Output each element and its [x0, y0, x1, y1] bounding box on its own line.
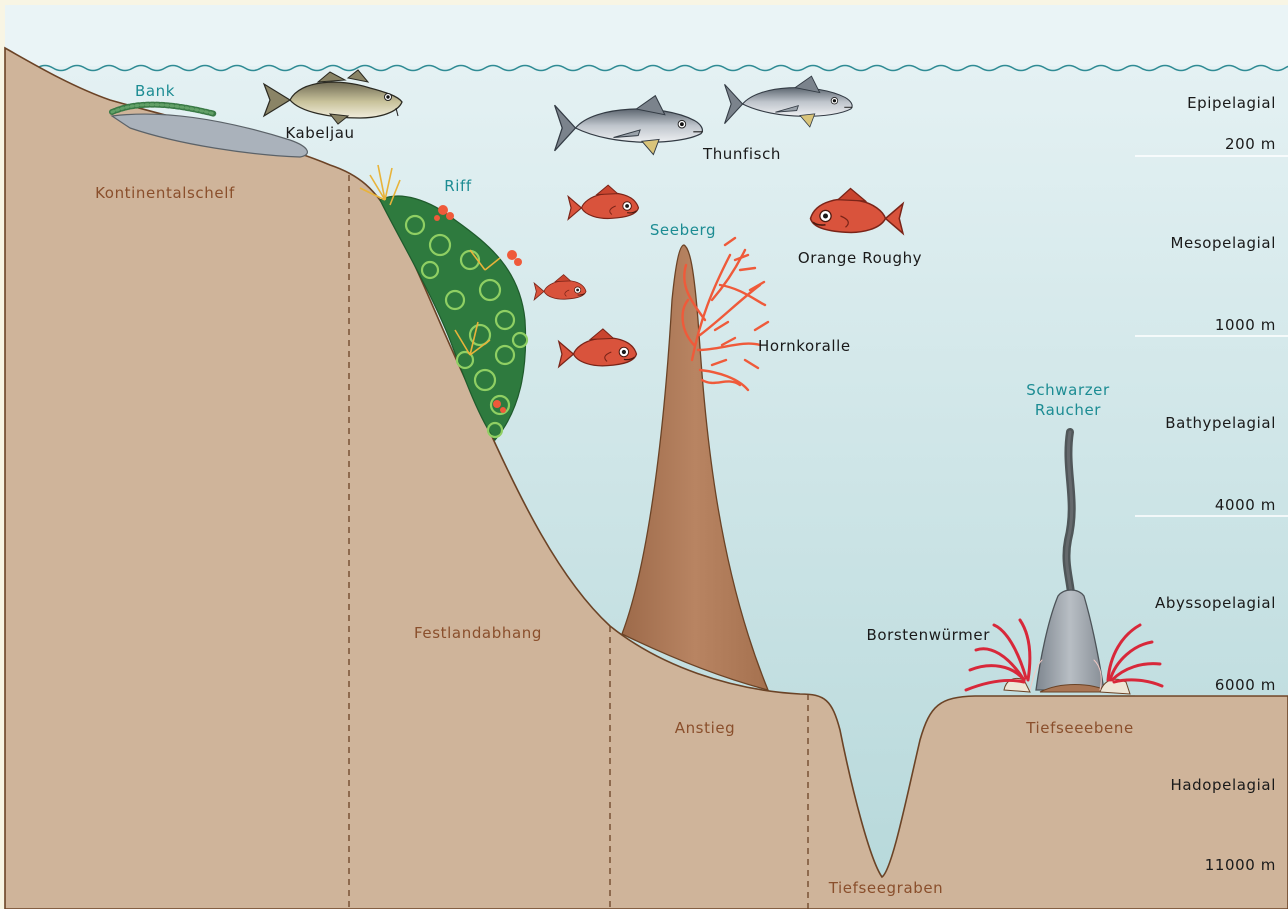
- label-seeberg: Seeberg: [650, 221, 716, 239]
- label-borstenwuermer: Borstenwürmer: [866, 626, 990, 644]
- depth-label-11000m: 11000 m: [1205, 856, 1276, 874]
- label-thunfisch: Thunfisch: [702, 145, 781, 163]
- depth-label-4000m: 4000 m: [1215, 496, 1276, 514]
- label-tiefseeebene: Tiefseeebene: [1025, 719, 1134, 737]
- label-tiefseegraben: Tiefseegraben: [828, 879, 944, 897]
- zone-label-abyssopelagial: Abyssopelagial: [1155, 594, 1276, 612]
- depth-label-6000m: 6000 m: [1215, 676, 1276, 694]
- zone-label-bathypelagial: Bathypelagial: [1165, 414, 1276, 432]
- label-bank: Bank: [135, 82, 175, 100]
- label-riff: Riff: [444, 177, 472, 195]
- label-hornkoralle: Hornkoralle: [758, 337, 851, 355]
- depth-label-1000m: 1000 m: [1215, 316, 1276, 334]
- depth-label-200m: 200 m: [1225, 135, 1276, 153]
- zone-label-hadopelagial: Hadopelagial: [1170, 776, 1276, 794]
- label-festlandabhang: Festlandabhang: [414, 624, 542, 642]
- label-kontinentalschelf: Kontinentalschelf: [95, 184, 235, 202]
- zone-label-mesopelagial: Mesopelagial: [1170, 234, 1276, 252]
- label-orange-roughy: Orange Roughy: [798, 249, 922, 267]
- sky: [5, 5, 1288, 70]
- zone-label-epipelagial: Epipelagial: [1187, 94, 1276, 112]
- label-raucher: Raucher: [1035, 401, 1101, 419]
- label-anstieg: Anstieg: [675, 719, 736, 737]
- label-kabeljau: Kabeljau: [285, 124, 354, 142]
- label-schwarzer: Schwarzer: [1026, 381, 1110, 399]
